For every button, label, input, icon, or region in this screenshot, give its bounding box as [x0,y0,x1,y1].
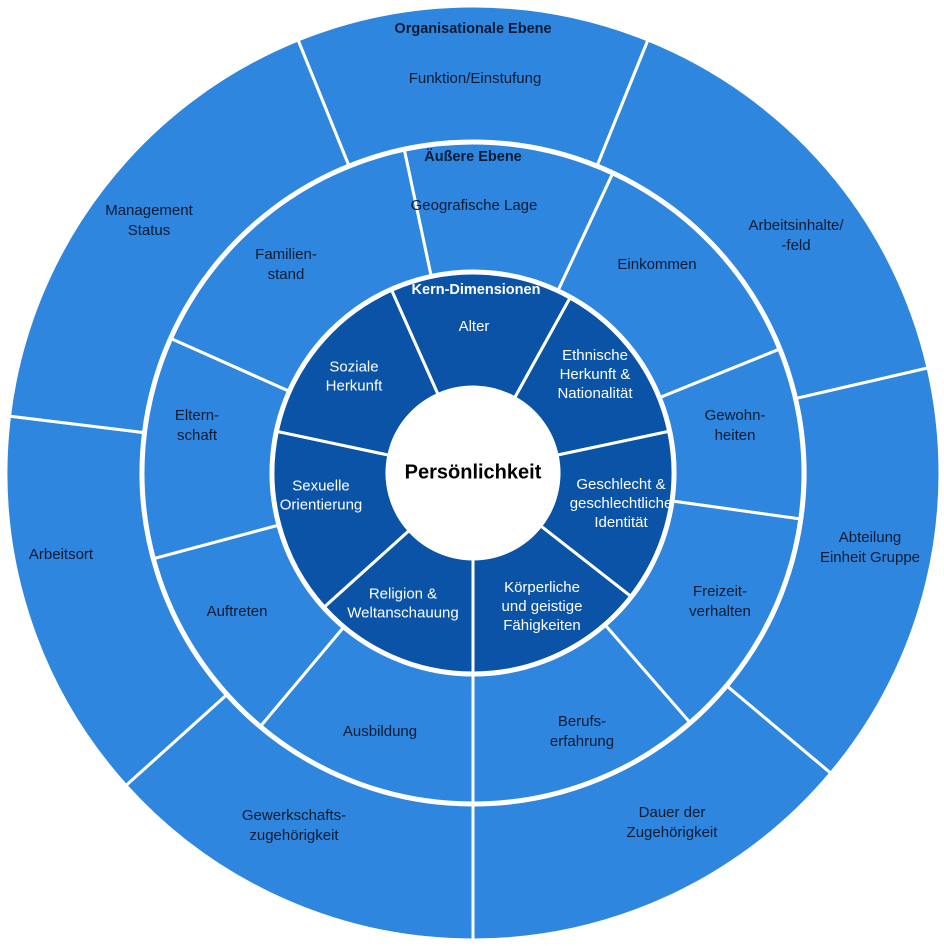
segment-label-line: Geschlecht & [576,476,665,493]
inner-ring-segment-label: Religion & Weltanschauung [347,585,458,621]
segment-label-line: Fähigkeiten [503,617,581,634]
segment-label-line: Zugehörigkeit [627,824,719,841]
segment-label-line: Herkunft [326,377,384,394]
outer-ring-heading: Organisationale Ebene [394,21,551,37]
outer-ring-segment-label: Funktion/Einstufung [409,70,542,87]
segment-label-line: Eltern- [175,407,219,424]
segment-label-line: -feld [781,237,810,254]
segment-label-line: Arbeitsinhalte/ [748,217,844,234]
segment-label-line: Weltanschauung [347,604,458,621]
segment-label-line: Funktion/Einstufung [409,70,542,87]
middle-ring-segment [169,148,433,393]
middle-ring-segment-label: Berufs-erfahrung [550,713,614,750]
segment-label-line: geschlechtliche [570,495,673,512]
segment-label-line: Berufs- [558,713,606,730]
middle-ring-segment-label: Familien-stand [255,246,317,283]
middle-ring-segment-label: Freizeit-verhalten [689,583,751,620]
segment-label-line: Herkunft & [560,366,631,383]
middle-ring [141,141,805,805]
middle-ring-segment-label: Gewohn-heiten [705,407,766,444]
inner-ring-heading: Kern-Dimensionen [412,282,541,298]
outer-ring-segment-label: Arbeitsort [29,546,94,563]
segment-label-line: Freizeit- [693,583,747,600]
middle-ring-heading: Äußere Ebene [424,148,522,165]
segment-label-line: Identität [594,514,648,531]
segment-label-line: Einheit Gruppe [820,549,920,566]
outer-ring [4,4,942,942]
segment-label-line: Ethnische [562,347,628,364]
segment-label-line: Körperliche [504,579,580,596]
segment-label-line: und geistige [502,598,583,615]
segment-label-line: Sexuelle [292,477,350,494]
middle-ring-segment-label: Ausbildung [343,723,417,740]
segment-label-line: schaft [177,427,218,444]
inner-ring-segment-label: Alter [459,318,490,335]
segment-label-line: Einkommen [617,256,696,273]
segment-label-line: heiten [715,427,756,444]
outer-ring-segment [7,38,351,435]
center-circle [387,387,559,559]
segment-label-line: Geografische Lage [411,197,538,214]
segment-label-line: Status [128,222,171,239]
segment-labels: Funktion/EinstufungArbeitsinhalte/-feldA… [29,70,920,844]
middle-ring-segment-label: Auftreten [207,603,268,620]
segment-label-line: zugehörigkeit [249,827,339,844]
segment-label-line: Ausbildung [343,723,417,740]
outer-ring-segment-label: Gewerkschafts-zugehörigkeit [242,807,346,844]
segment-label-line: Gewohn- [705,407,766,424]
segment-label-line: Gewerkschafts- [242,807,346,824]
segment-label-line: stand [268,266,305,283]
segment-label-line: Dauer der [639,804,706,821]
segment-label-line: Soziale [329,358,378,375]
middle-ring-segment-label: Einkommen [617,256,696,273]
segment-label-line: Management [105,202,193,219]
segment-label-line: Nationalität [557,385,633,402]
segment-label-line: erfahrung [550,733,614,750]
segment-label-line: Familien- [255,246,317,263]
segment-label-line: Alter [459,318,490,335]
segment-label-line: verhalten [689,603,751,620]
segment-label-line: Abteilung [839,529,902,546]
middle-ring-segment-label: Geografische Lage [411,197,538,214]
segment-label-line: Auftreten [207,603,268,620]
middle-ring-segment-label: Eltern-schaft [175,407,219,444]
segment-label-line: Religion & [369,585,437,602]
segment-label-line: Arbeitsort [29,546,94,563]
outer-ring-segment-label: Arbeitsinhalte/ -feld [748,217,844,254]
segment-label-line: Orientierung [280,496,363,513]
center-label: Persönlichkeit [405,461,542,483]
inner-ring [271,271,675,675]
